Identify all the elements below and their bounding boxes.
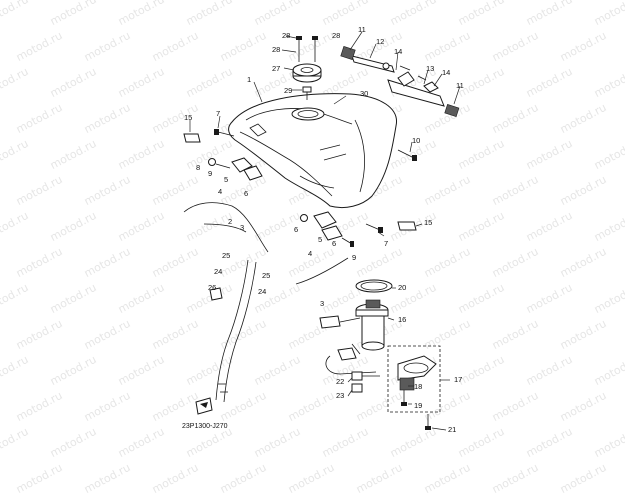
callout-26: 26 xyxy=(208,283,216,292)
tank-bolts xyxy=(214,129,417,233)
callout-27: 27 xyxy=(272,64,280,73)
callout-29: 29 xyxy=(284,86,292,95)
clamp-group-upper xyxy=(208,157,263,181)
callout-28c: 28 xyxy=(332,31,340,40)
fuel-pump-assembly xyxy=(319,299,389,361)
callout-6: 6 xyxy=(244,189,248,198)
callout-4: 4 xyxy=(218,187,222,196)
callout-6c: 6 xyxy=(332,239,336,248)
callout-11b: 11 xyxy=(456,81,464,90)
callout-24: 24 xyxy=(214,267,222,276)
callout-25b: 25 xyxy=(262,271,270,280)
callout-30: 30 xyxy=(360,89,368,98)
mount-screw xyxy=(425,414,431,430)
callout-19: 19 xyxy=(414,401,422,410)
callout-15b: 15 xyxy=(424,218,432,227)
callout-1: 1 xyxy=(247,75,251,84)
callout-20: 20 xyxy=(398,283,406,292)
pump-gasket xyxy=(355,279,393,293)
callout-6b: 6 xyxy=(294,225,298,234)
fuel-cap-assembly xyxy=(292,36,322,100)
callout-5: 5 xyxy=(224,175,228,184)
callout-7b: 7 xyxy=(384,239,388,248)
callout-12: 12 xyxy=(376,37,384,46)
callout-28: 28 xyxy=(282,31,290,40)
callout-16: 16 xyxy=(398,315,406,324)
clamp-group-lower xyxy=(300,211,354,247)
callout-18: 18 xyxy=(414,382,422,391)
callout-9: 9 xyxy=(208,169,212,178)
callout-24b: 24 xyxy=(258,287,266,296)
fuel-tank xyxy=(228,93,397,209)
callout-14: 14 xyxy=(394,47,402,56)
callout-labels: 1 2 3 3 4 4 5 5 6 6 6 7 7 8 9 9 10 11 11… xyxy=(184,25,464,434)
diagram-code: 23P1300-J270 xyxy=(182,423,228,430)
callout-23: 23 xyxy=(336,391,344,400)
hose-clip xyxy=(209,287,223,301)
callout-10: 10 xyxy=(412,136,420,145)
callout-13: 13 xyxy=(426,64,434,73)
callout-5b: 5 xyxy=(318,235,322,244)
callout-7: 7 xyxy=(216,109,220,118)
callout-11: 11 xyxy=(358,25,366,34)
callout-4b: 4 xyxy=(308,249,312,258)
callout-3b: 3 xyxy=(320,299,324,308)
fuel-fittings xyxy=(325,355,380,393)
hoses xyxy=(183,202,349,403)
callout-8: 8 xyxy=(196,163,200,172)
callout-2: 2 xyxy=(228,217,232,226)
callout-14b: 14 xyxy=(442,68,450,77)
callout-28b: 28 xyxy=(272,45,280,54)
callout-9b: 9 xyxy=(352,253,356,262)
callout-3: 3 xyxy=(240,223,244,232)
callout-21: 21 xyxy=(448,425,456,434)
rubber-dampers xyxy=(183,133,417,231)
fuel-sender-assembly xyxy=(387,345,441,413)
callout-15: 15 xyxy=(184,113,192,122)
front-direction-arrow-icon xyxy=(195,397,213,415)
callout-22: 22 xyxy=(336,377,344,386)
tank-mount-bracket xyxy=(340,46,460,117)
callout-leaders xyxy=(189,31,461,431)
fuel-tank-exploded-diagram: 1 2 3 3 4 4 5 5 6 6 6 7 7 8 9 9 10 11 11… xyxy=(182,25,464,434)
callout-17: 17 xyxy=(454,375,462,384)
callout-25: 25 xyxy=(222,251,230,260)
